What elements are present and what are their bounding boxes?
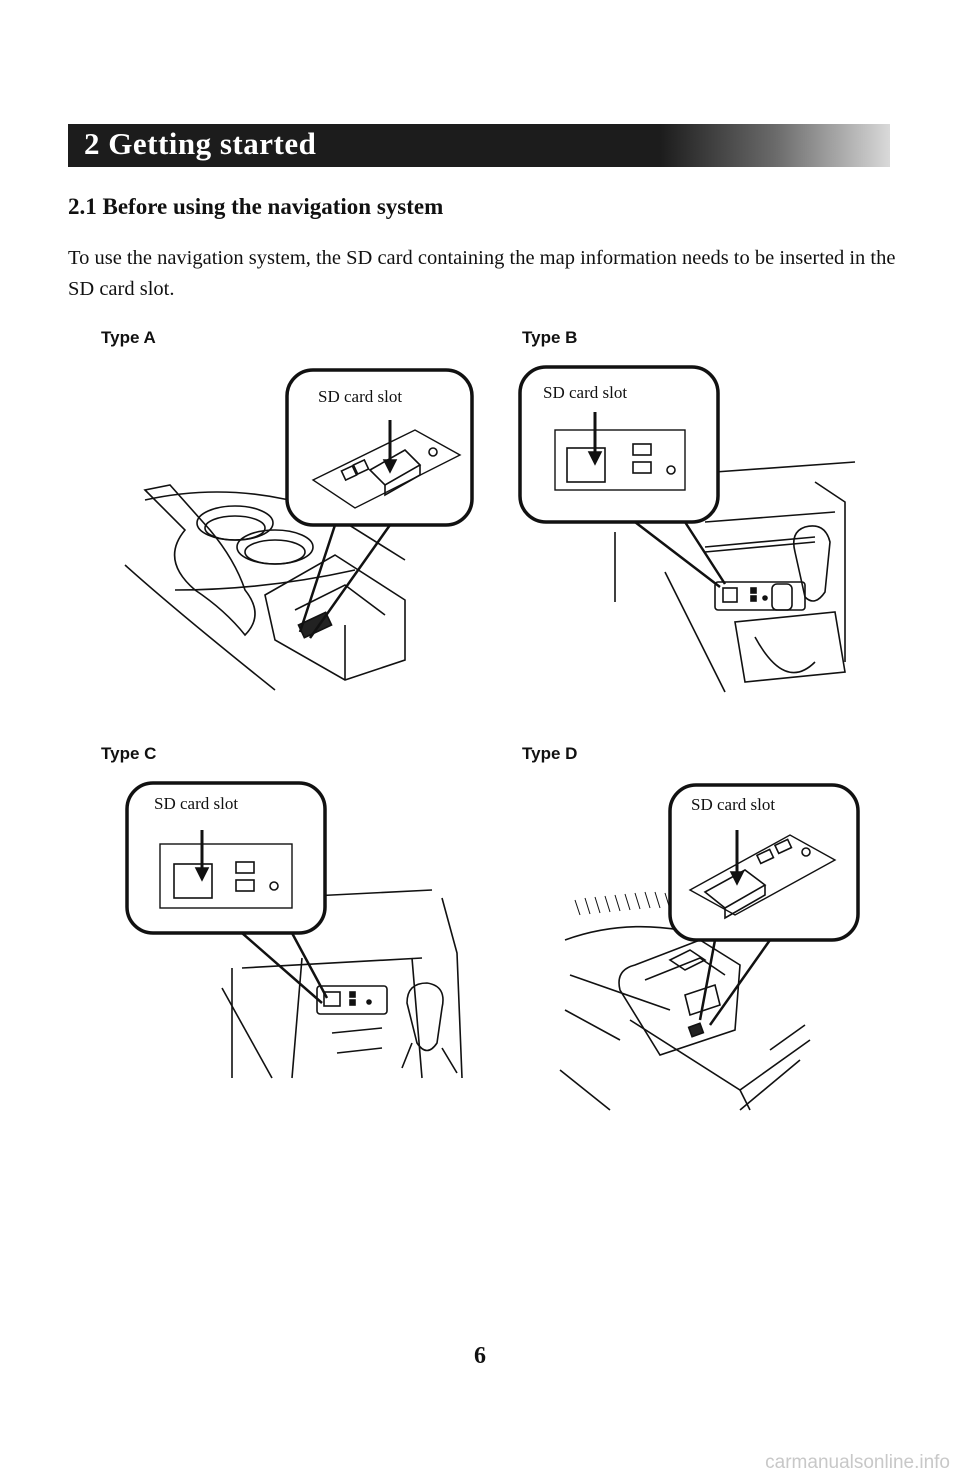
type-a-label: Type A — [101, 328, 156, 347]
type-d-callout: SD card slot — [691, 795, 775, 814]
type-b-label: Type B — [522, 328, 578, 347]
type-b-illustration: SD card slot — [518, 365, 856, 693]
chapter-title: 2 Getting started — [84, 126, 317, 161]
type-a-callout: SD card slot — [318, 387, 402, 406]
type-d-illustration: SD card slot — [559, 783, 860, 1111]
type-c-illustration: SD card slot — [125, 781, 463, 1079]
intro-paragraph: To use the navigation system, the SD car… — [68, 247, 896, 300]
section-heading: 2.1 Before using the navigation system — [68, 194, 444, 219]
type-c-callout: SD card slot — [154, 794, 238, 813]
chapter-header-bar: 2 Getting started — [68, 124, 890, 167]
watermark: carmanualsonline.info — [765, 1452, 950, 1473]
type-d-label: Type D — [522, 744, 578, 763]
type-c-label: Type C — [101, 744, 157, 763]
type-a-illustration: SD card slot — [124, 368, 474, 691]
type-b-callout: SD card slot — [543, 383, 627, 402]
page-number: 6 — [474, 1343, 486, 1369]
